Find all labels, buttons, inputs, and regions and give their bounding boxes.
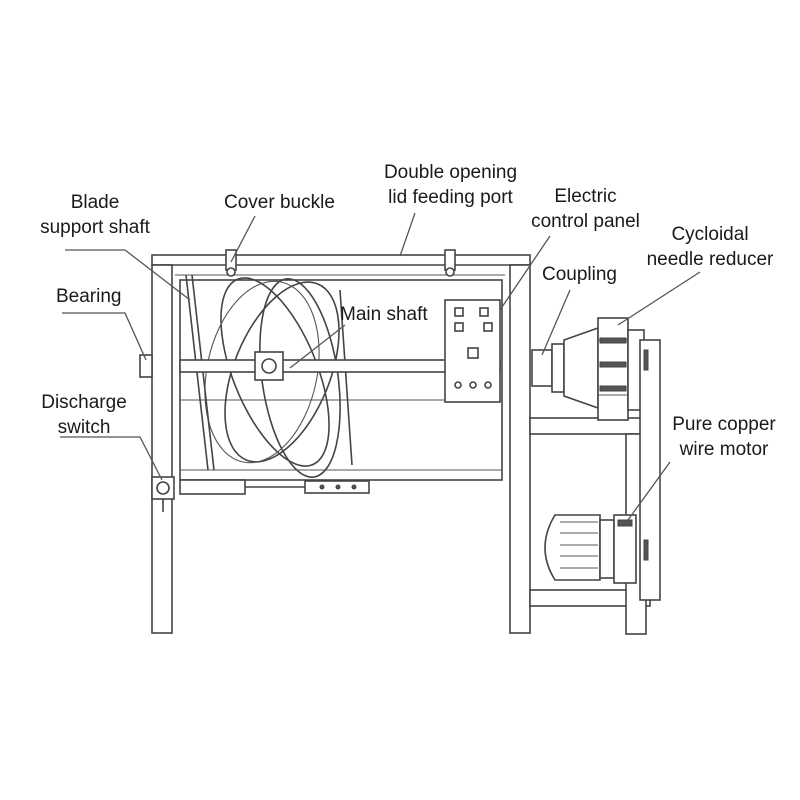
coupling xyxy=(531,343,600,393)
label-feeding-port: Double opening lid feeding port xyxy=(383,162,518,208)
bearing xyxy=(139,354,153,378)
main-shaft xyxy=(179,351,501,381)
cycloidal-reducer xyxy=(563,317,645,421)
lid-frame xyxy=(151,254,531,276)
electric-control-panel xyxy=(444,299,501,403)
label-electric-control-panel: Electric control panel xyxy=(531,186,640,232)
label-cycloidal-reducer: Cycloidal needle reducer xyxy=(646,224,774,270)
label-discharge-switch: Discharge switch xyxy=(41,392,127,438)
cover-buckle xyxy=(225,249,237,277)
label-coupling: Coupling xyxy=(542,264,617,285)
cover-buckle-right xyxy=(444,249,456,277)
label-cover-buckle: Cover buckle xyxy=(224,192,335,213)
label-motor: Pure copper wire motor xyxy=(672,414,776,460)
label-main-shaft: Main shaft xyxy=(340,304,428,325)
leader-lines xyxy=(60,212,701,521)
left-frame-leg xyxy=(151,264,173,634)
discharge-switch xyxy=(151,476,370,512)
label-blade-support-shaft: Blade support shaft xyxy=(40,192,150,238)
middle-frame-leg xyxy=(509,264,531,634)
label-bearing: Bearing xyxy=(56,286,122,307)
pure-copper-wire-motor xyxy=(544,514,637,584)
belt-drive xyxy=(639,339,661,601)
